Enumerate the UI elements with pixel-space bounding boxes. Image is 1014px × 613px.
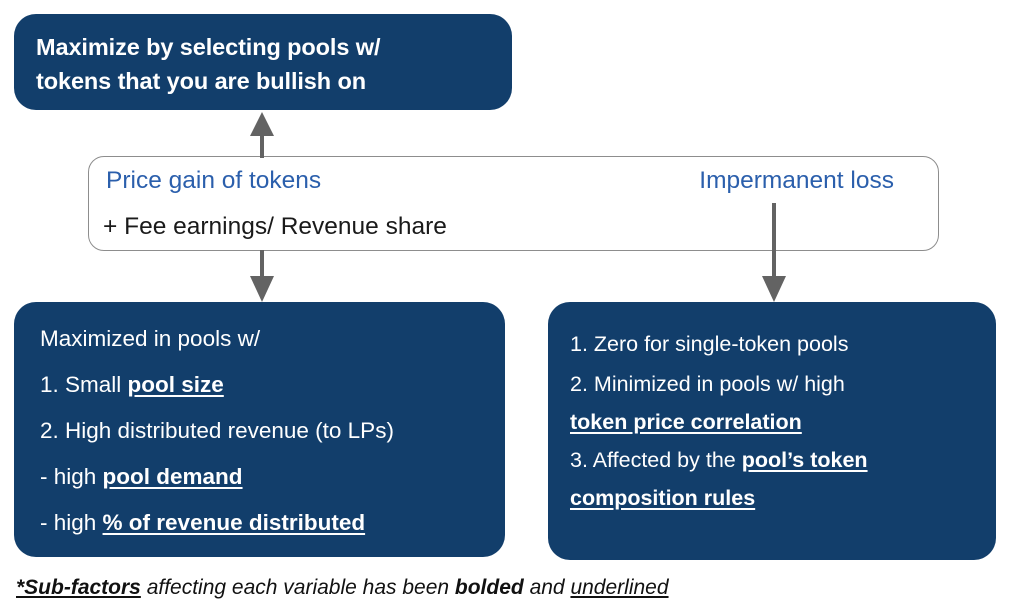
footnote-mid: affecting each variable has been — [140, 576, 455, 599]
impermanent-loss-item-2-emphasis: token price correlation — [570, 410, 802, 434]
price-gain-details-box: Maximized in pools w/ 1. Small pool size… — [14, 302, 505, 557]
impermanent-loss-details-box: 1. Zero for single-token pools 2. Minimi… — [548, 302, 996, 560]
price-gain-item-2: 2. High distributed revenue (to LPs) — [40, 408, 485, 454]
price-gain-item-4: - high % of revenue distributed — [40, 500, 485, 546]
variable-fee-earnings-label: + Fee earnings/ Revenue share — [103, 213, 447, 240]
price-gain-item-2-prefix: 2. High distributed revenue (to LPs) — [40, 418, 394, 443]
footnote-underlined: underlined — [570, 576, 669, 599]
impermanent-loss-item-2-continued: token price correlation — [570, 403, 982, 441]
variables-row: Price gain of tokens Impermanent loss — [89, 167, 938, 207]
impermanent-loss-item-3-continued: composition rules — [570, 479, 982, 517]
price-gain-item-1-prefix: 1. Small — [40, 372, 128, 397]
arrow-up-to-top-box-icon — [250, 112, 274, 158]
impermanent-loss-item-2: 2. Minimized in pools w/ high — [570, 365, 982, 403]
price-gain-item-3: - high pool demand — [40, 454, 485, 500]
top-callout-line-2: tokens that you are bullish on — [36, 68, 366, 94]
variable-impermanent-loss-label: Impermanent loss — [699, 167, 894, 194]
impermanent-loss-item-1: 1. Zero for single-token pools — [570, 324, 982, 365]
price-gain-item-1-emphasis: pool size — [127, 372, 224, 397]
price-gain-item-3-emphasis: pool demand — [102, 464, 243, 489]
impermanent-loss-item-1-prefix: 1. Zero for single-token pools — [570, 332, 849, 356]
variables-box: Price gain of tokens Impermanent loss + … — [88, 156, 939, 251]
footnote-and: and — [523, 576, 571, 599]
top-callout-line-1: Maximize by selecting pools w/ — [36, 34, 381, 60]
price-gain-item-4-prefix: - high — [40, 510, 103, 535]
impermanent-loss-item-3: 3. Affected by the pool’s token — [570, 441, 982, 479]
impermanent-loss-item-3-emphasis-continued: composition rules — [570, 486, 756, 510]
footnote: *Sub-factors affecting each variable has… — [16, 576, 669, 600]
price-gain-item-1: 1. Small pool size — [40, 362, 485, 408]
top-callout-box: Maximize by selecting pools w/ tokens th… — [14, 14, 512, 110]
footnote-subfactors: *Sub-factors — [16, 576, 141, 599]
impermanent-loss-item-2-prefix: 2. Minimized in pools w/ high — [570, 372, 845, 396]
variable-price-gain-label: Price gain of tokens — [106, 167, 322, 194]
impermanent-loss-item-3-prefix: 3. Affected by the — [570, 448, 742, 472]
arrow-down-to-bottom-left-box-icon — [250, 250, 274, 302]
price-gain-heading: Maximized in pools w/ — [40, 326, 261, 351]
impermanent-loss-item-3-emphasis: pool’s token — [741, 448, 868, 472]
price-gain-item-4-emphasis: % of revenue distributed — [102, 510, 366, 535]
footnote-bolded: bolded — [454, 576, 524, 599]
price-gain-item-3-prefix: - high — [40, 464, 103, 489]
